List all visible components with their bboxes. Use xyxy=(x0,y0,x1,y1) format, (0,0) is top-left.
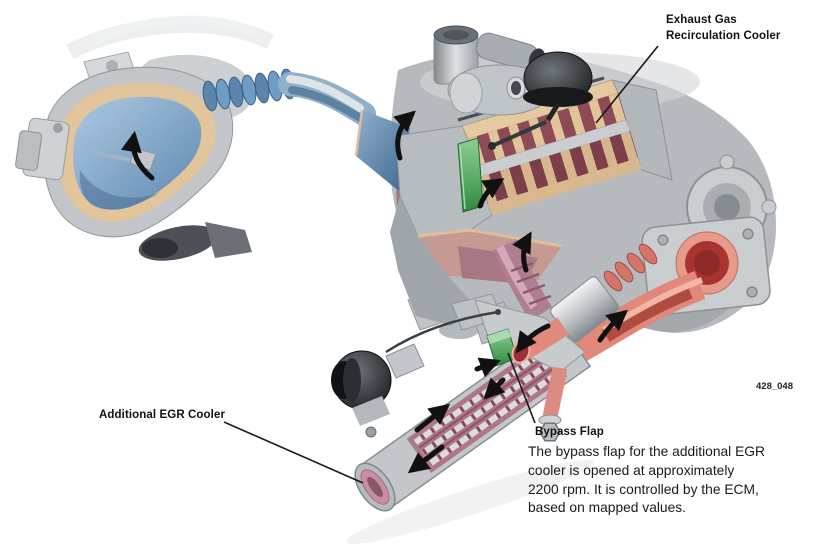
caption-line: 2200 rpm. It is controlled by the ECM, xyxy=(528,481,759,497)
leader-line xyxy=(507,352,536,424)
flow-arrow xyxy=(512,231,532,273)
cooled-gas-pipe xyxy=(493,239,553,321)
flow-arrow xyxy=(477,178,505,209)
flow-arrow xyxy=(483,377,506,400)
leader-lines xyxy=(223,45,659,484)
intake-manifold-cutaway xyxy=(15,51,254,261)
label-additional-egr-cooler: Additional EGR Cooler xyxy=(99,409,226,421)
flow-arrow xyxy=(393,110,416,161)
caption-text: The bypass flap for the additional EGR c… xyxy=(528,443,765,518)
flow-arrow xyxy=(597,309,628,343)
flow-arrow xyxy=(474,357,501,378)
label-line: Recirculation Cooler xyxy=(666,30,781,42)
label-bypass-flap: Bypass Flap xyxy=(535,426,604,438)
flow-arrow xyxy=(515,323,551,354)
caption-line: The bypass flap for the additional EGR xyxy=(528,444,765,459)
leader-line xyxy=(223,421,364,484)
label-exhaust-gas-recirculation-cooler: Exhaust Gas Recirculation Cooler xyxy=(666,12,780,44)
figure-reference-number: 428_048 xyxy=(756,381,793,392)
bypass-flap-main xyxy=(457,137,484,213)
label-line: Exhaust Gas xyxy=(666,14,737,26)
flow-arrow xyxy=(414,403,451,433)
flow-arrow xyxy=(121,130,155,181)
vacuum-actuator xyxy=(488,51,593,150)
cooler-actuator xyxy=(331,309,501,438)
leader-line xyxy=(595,45,659,124)
caption-line: based on mapped values. xyxy=(528,500,687,516)
smoke-wisp xyxy=(66,15,274,60)
ground-shadow xyxy=(346,459,594,545)
caption-line: cooler is opened at approximately xyxy=(528,462,735,478)
flow-arrow xyxy=(407,444,445,474)
flow-arrows xyxy=(121,110,628,474)
